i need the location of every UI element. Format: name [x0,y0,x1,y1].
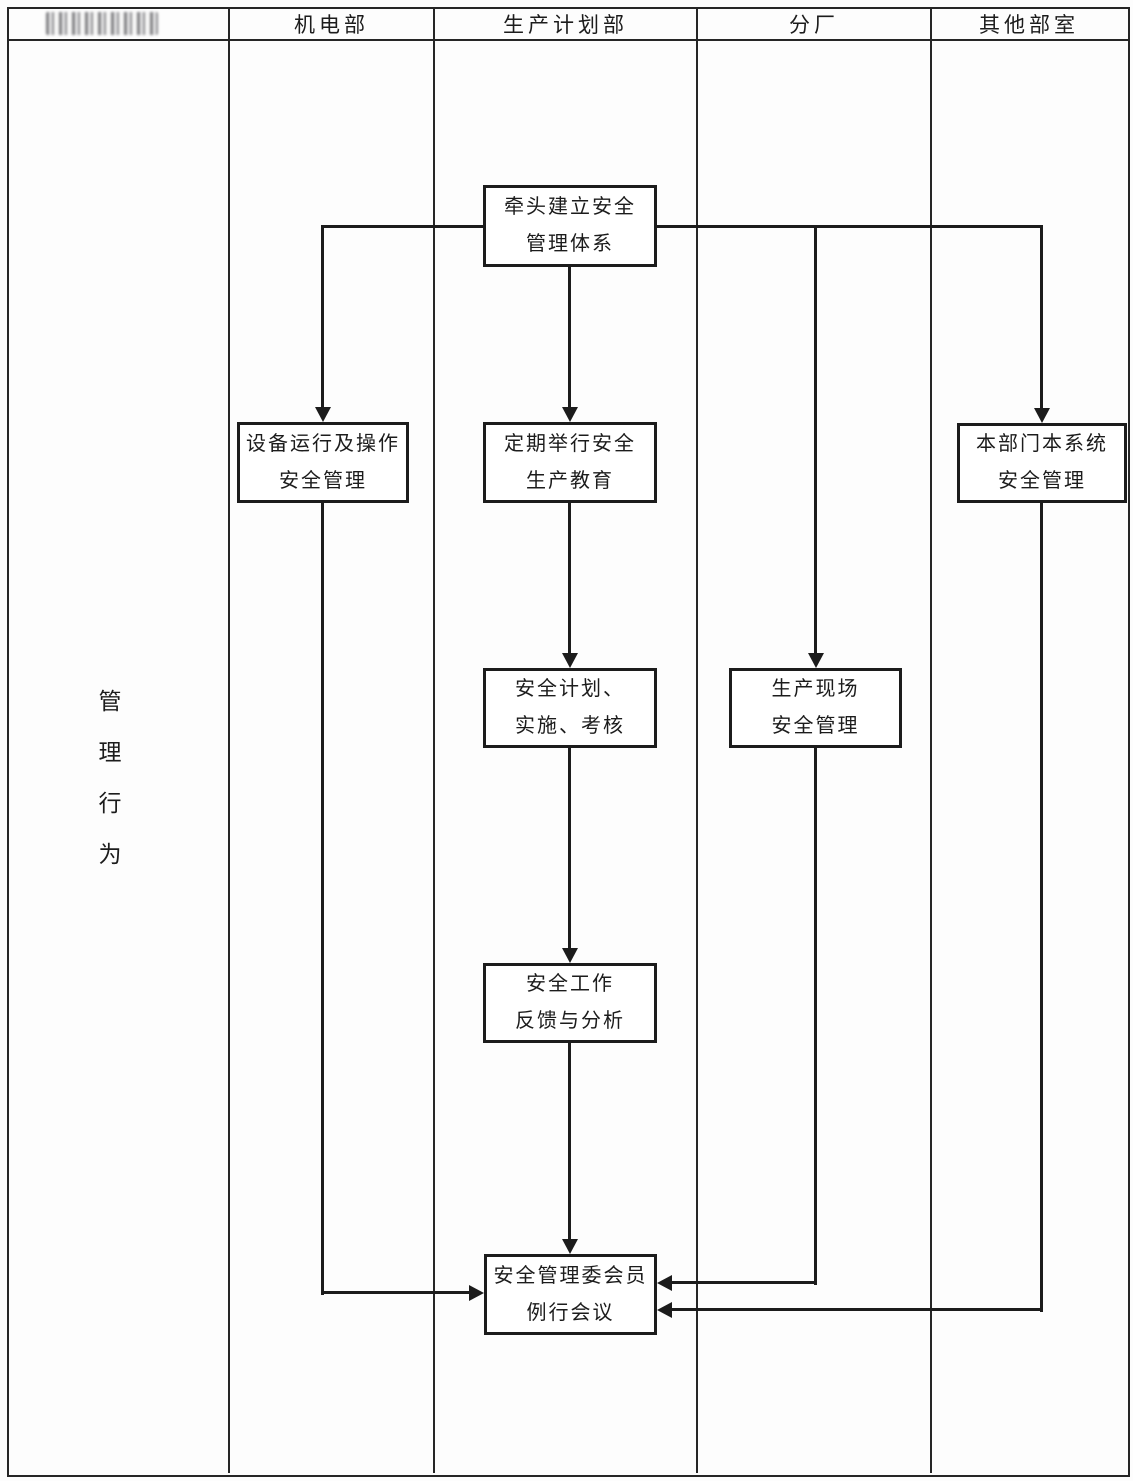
edge-education-to-plan-v [568,502,571,655]
row-label-management-behavior: 管 理 行 为 [93,682,127,869]
grid-column-divider-4 [930,7,932,1473]
header-col-mechanical-electrical: 机电部 [294,13,369,37]
row-label-char: 行 [98,791,122,816]
edge-lead-to-equipment-v [321,226,324,409]
edge-lead-to-site-v [814,226,817,655]
arrowhead-down-into-equipment-icon [315,407,331,422]
redacted-header-text [46,12,158,35]
edge-lead-right-branch-h [655,225,1043,228]
grid-column-divider-1 [228,7,230,1473]
node-text-line: 设备运行及操作 [246,432,400,455]
grid-column-divider-2 [433,7,435,1473]
node-safety-work-feedback-analysis: 安全工作 反馈与分析 [483,963,657,1043]
edge-lead-to-education-v [568,266,571,409]
node-text-line: 安全管理 [771,715,860,737]
arrowhead-down-into-plan-icon [562,653,578,668]
node-text-line: 安全计划、 [515,678,625,700]
node-own-department-system-safety: 本部门本系统 安全管理 [957,423,1127,503]
edge-site-to-meeting-h [670,1281,817,1284]
row-label-char: 管 [98,689,122,714]
edge-equipment-to-meeting-h [321,1291,471,1294]
node-text-line: 生产现场 [771,678,860,700]
edge-owndept-to-meeting-v [1040,501,1043,1312]
node-text-line: 牵头建立安全 [504,196,636,218]
node-text-line: 安全管理 [998,470,1086,492]
node-text-line: 安全管理 [279,469,367,492]
node-safety-committee-regular-meeting: 安全管理委会员 例行会议 [484,1254,657,1335]
grid-header-divider [7,39,1128,41]
node-text-line: 实施、考核 [515,715,625,737]
header-col-production-planning: 生产计划部 [503,13,628,37]
edge-feedback-to-meeting-v [568,1042,571,1241]
arrowhead-down-into-site-icon [808,653,824,668]
header-col-other-departments: 其他部室 [979,13,1079,37]
node-text-line: 例行会议 [526,1301,615,1324]
node-safety-production-education: 定期举行安全 生产教育 [483,422,657,503]
arrowhead-down-into-feedback-icon [562,948,578,963]
arrowhead-right-into-meeting-icon [469,1285,484,1301]
grid-column-divider-3 [696,7,698,1473]
edge-lead-to-equipment-h [321,225,483,228]
node-text-line: 安全工作 [526,973,614,995]
edge-plan-to-feedback-v [568,747,571,950]
edge-equipment-to-meeting-v [321,502,324,1295]
node-lead-safety-system: 牵头建立安全 管理体系 [483,185,657,267]
arrowhead-left-into-meeting-upper-icon [657,1275,672,1291]
arrowhead-down-into-education-icon [562,407,578,422]
node-text-line: 生产教育 [526,469,614,492]
node-text-line: 反馈与分析 [515,1010,625,1032]
node-text-line: 本部门本系统 [976,433,1108,455]
edge-owndept-to-meeting-h [670,1308,1043,1311]
edge-lead-to-owndept-v [1040,226,1043,410]
header-col-branch-factory: 分厂 [789,13,839,37]
node-safety-plan-implement-assess: 安全计划、 实施、考核 [483,668,657,748]
row-label-char: 理 [98,740,122,765]
arrowhead-down-into-owndept-icon [1034,408,1050,423]
node-text-line: 管理体系 [526,233,614,255]
grid-outer-border [7,7,1130,1477]
row-label-char: 为 [98,842,122,867]
node-equipment-operation-safety: 设备运行及操作 安全管理 [237,422,409,503]
arrowhead-down-into-meeting-icon [562,1239,578,1254]
node-text-line: 定期举行安全 [504,432,636,455]
arrowhead-left-into-meeting-lower-icon [657,1302,672,1318]
node-production-site-safety: 生产现场 安全管理 [729,668,902,748]
node-text-line: 安全管理委会员 [493,1264,648,1287]
edge-site-to-meeting-v [814,747,817,1285]
